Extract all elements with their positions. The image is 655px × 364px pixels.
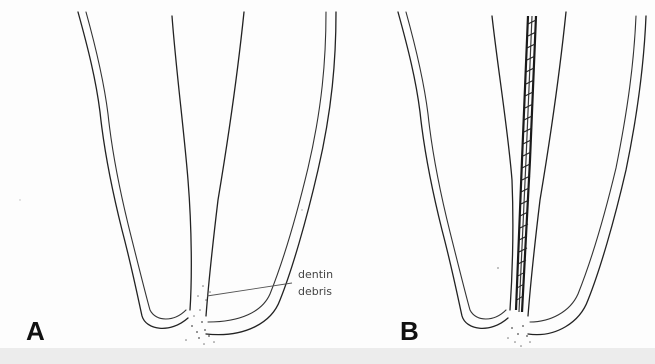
- panel-b-inner-wall-left: [406, 12, 506, 319]
- panel-b-letter: B: [400, 316, 419, 346]
- panel-b-outer-wall-left: [398, 12, 508, 328]
- panel-a-dentin-debris: [185, 285, 215, 345]
- panel-b-outer-wall-right: [528, 16, 646, 335]
- panel-a-letter: A: [26, 316, 45, 346]
- panel-a-inner-wall-left: [86, 12, 186, 319]
- annotation-leader-line: [207, 283, 292, 296]
- panel-a-canal-left: [172, 16, 191, 310]
- annotation-dentin-label: dentin: [298, 268, 333, 281]
- panel-b: [398, 12, 646, 347]
- panel-b-canal-left: [492, 16, 513, 310]
- panel-a-canal-right: [206, 12, 244, 316]
- panel-b-dentin-debris: [507, 325, 531, 347]
- annotation-debris-label: debris: [298, 285, 332, 298]
- background-specks: [19, 199, 499, 269]
- panel-a-outer-wall-left: [78, 12, 188, 328]
- panel-b-inner-wall-right: [530, 16, 636, 322]
